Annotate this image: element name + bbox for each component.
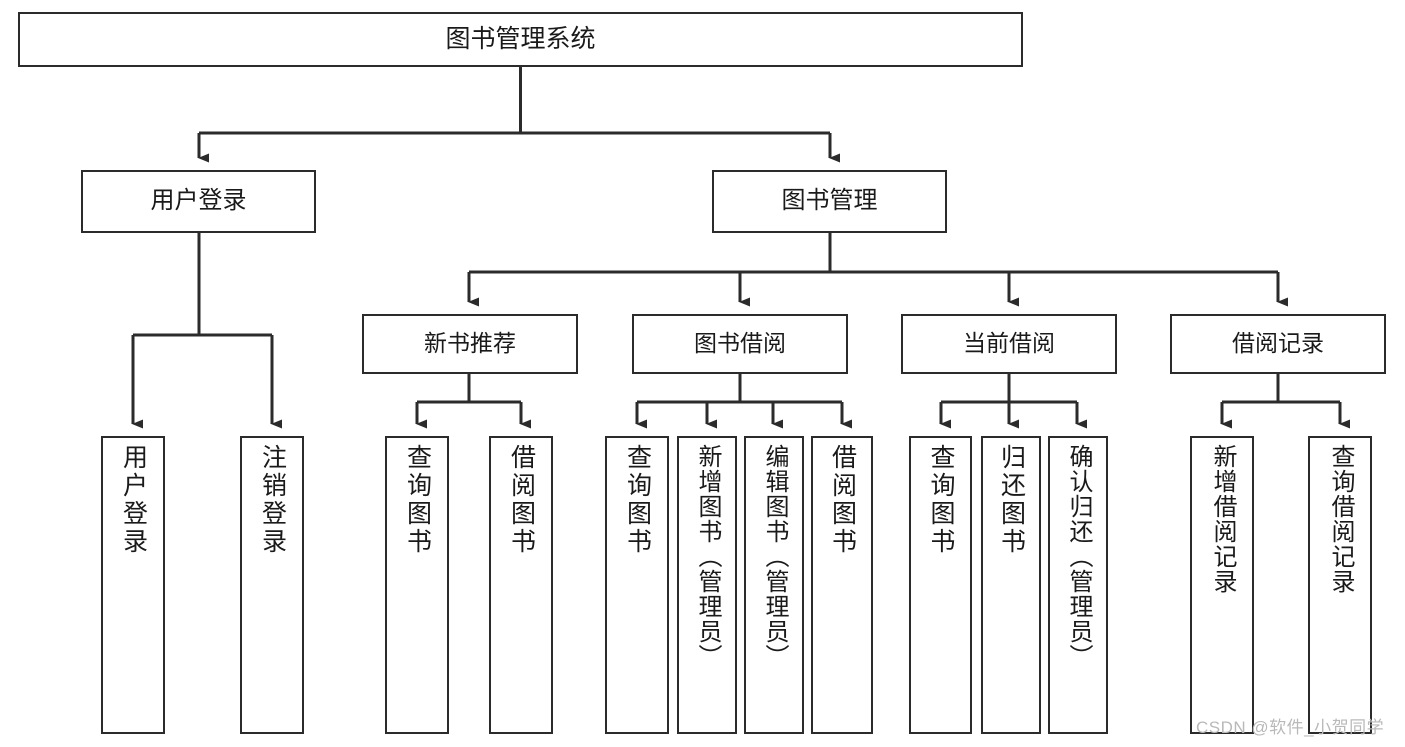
leaf-add-borrow-record-label: 新增借阅记录 xyxy=(1209,444,1236,594)
node-book-borrow-label: 图书借阅 xyxy=(694,330,786,357)
leaf-return-book[interactable]: 归还图书 xyxy=(981,436,1041,734)
node-user-login-label: 用户登录 xyxy=(150,187,247,215)
leaf-borrow-book-newbook[interactable]: 借阅图书 xyxy=(489,436,553,734)
node-new-book-recommend-label: 新书推荐 xyxy=(424,330,516,357)
leaf-query-book-newbook[interactable]: 查询图书 xyxy=(385,436,449,734)
leaf-edit-book-admin[interactable]: 编辑图书（管理员） xyxy=(744,436,804,734)
leaf-query-book-newbook-label: 查询图书 xyxy=(403,444,432,556)
leaf-borrow-book-borrow[interactable]: 借阅图书 xyxy=(811,436,873,734)
leaf-query-borrow-record-label: 查询借阅记录 xyxy=(1327,444,1354,594)
leaf-query-borrow-record[interactable]: 查询借阅记录 xyxy=(1308,436,1372,734)
leaf-borrow-book-borrow-label: 借阅图书 xyxy=(828,444,857,556)
node-borrow-records[interactable]: 借阅记录 xyxy=(1170,314,1386,374)
leaf-logout-label: 注销登录 xyxy=(258,444,287,556)
node-user-login[interactable]: 用户登录 xyxy=(81,170,316,233)
node-root-label: 图书管理系统 xyxy=(445,24,596,53)
leaf-confirm-return-admin-label: 确认归还（管理员） xyxy=(1065,444,1092,669)
leaf-borrow-book-newbook-label: 借阅图书 xyxy=(507,444,536,556)
leaf-query-book-borrow-label: 查询图书 xyxy=(623,444,652,556)
leaf-logout[interactable]: 注销登录 xyxy=(240,436,304,734)
leaf-add-book-admin[interactable]: 新增图书（管理员） xyxy=(677,436,737,734)
node-current-borrow-label: 当前借阅 xyxy=(963,330,1055,357)
leaf-add-borrow-record[interactable]: 新增借阅记录 xyxy=(1190,436,1254,734)
leaf-add-book-admin-label: 新增图书（管理员） xyxy=(694,444,721,669)
leaf-return-book-label: 归还图书 xyxy=(997,444,1026,556)
node-book-management-label: 图书管理 xyxy=(781,187,878,215)
node-borrow-records-label: 借阅记录 xyxy=(1232,330,1324,357)
node-root[interactable]: 图书管理系统 xyxy=(18,12,1023,67)
leaf-query-book-current[interactable]: 查询图书 xyxy=(909,436,972,734)
leaf-edit-book-admin-label: 编辑图书（管理员） xyxy=(761,444,788,669)
leaf-user-login[interactable]: 用户登录 xyxy=(101,436,165,734)
node-book-management[interactable]: 图书管理 xyxy=(712,170,947,233)
leaf-user-login-label: 用户登录 xyxy=(119,444,148,556)
leaf-query-book-current-label: 查询图书 xyxy=(927,444,955,556)
leaf-query-book-borrow[interactable]: 查询图书 xyxy=(605,436,669,734)
node-current-borrow[interactable]: 当前借阅 xyxy=(901,314,1117,374)
leaf-confirm-return-admin[interactable]: 确认归还（管理员） xyxy=(1048,436,1108,734)
node-new-book-recommend[interactable]: 新书推荐 xyxy=(362,314,578,374)
node-book-borrow[interactable]: 图书借阅 xyxy=(632,314,848,374)
